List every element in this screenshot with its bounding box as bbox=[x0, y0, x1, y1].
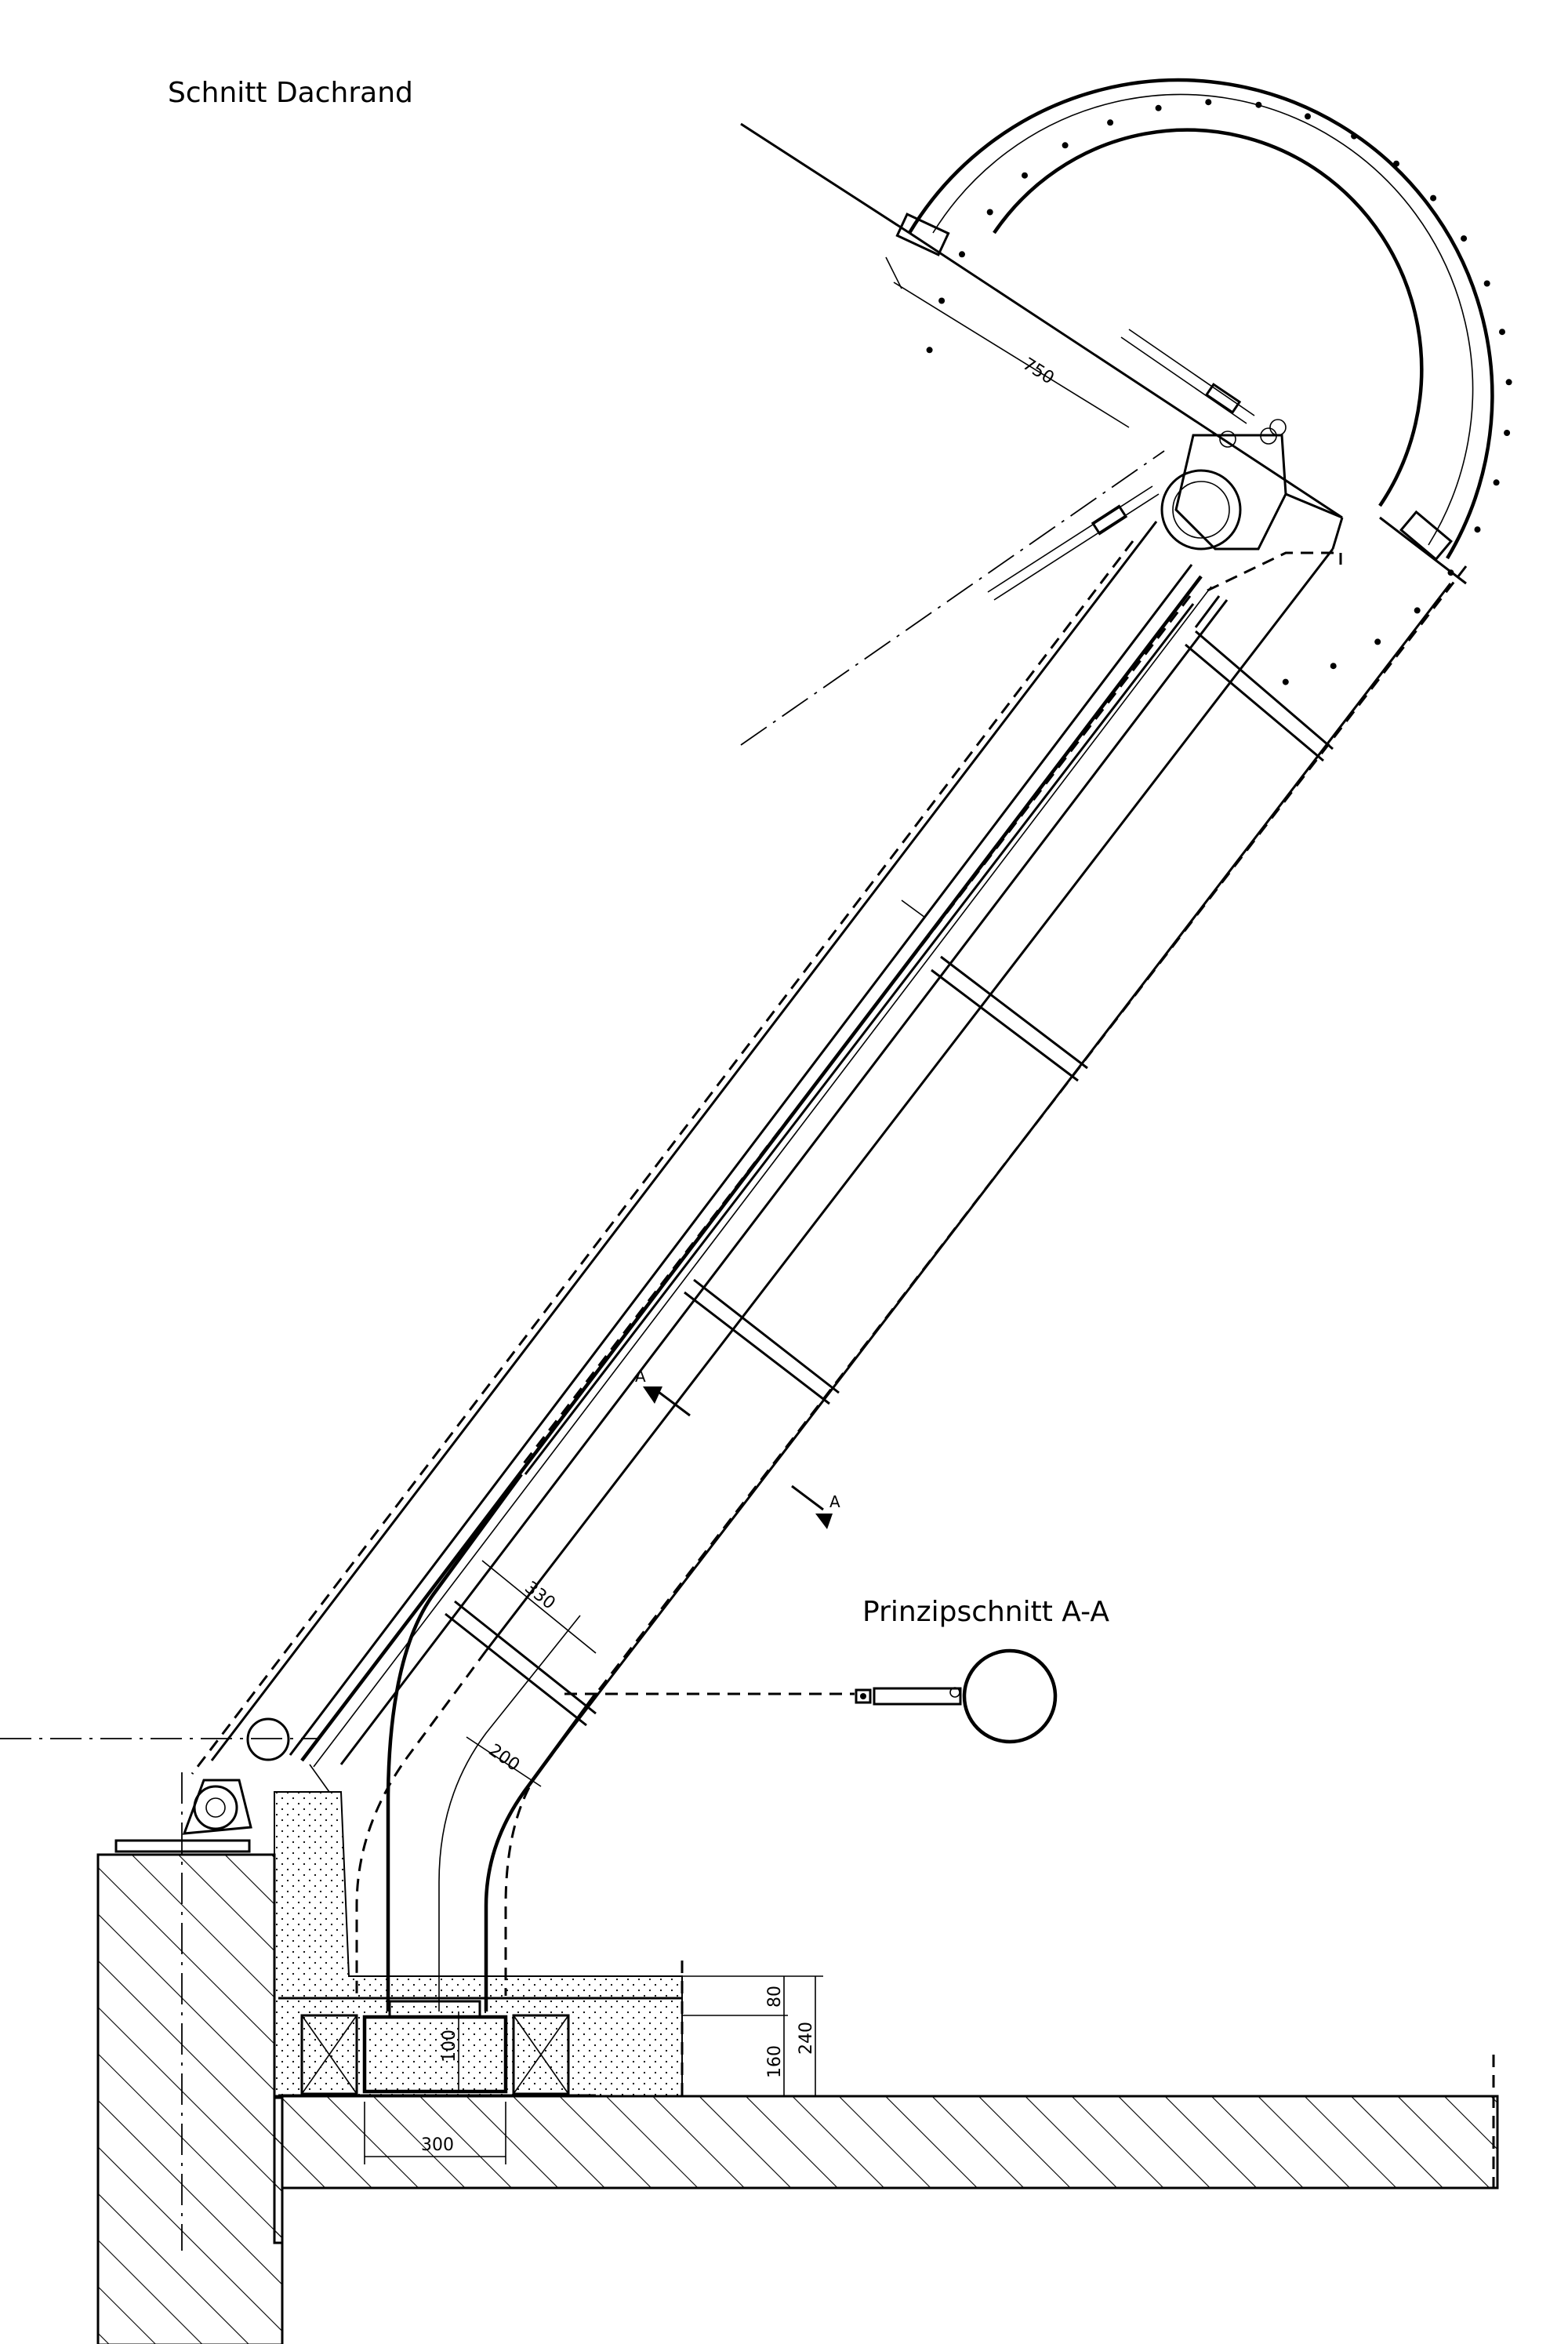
arch-rivet bbox=[1414, 607, 1421, 614]
foundation bbox=[96, 1791, 1499, 2344]
arch-rivet bbox=[1504, 430, 1511, 436]
arch-rivet bbox=[1430, 194, 1437, 202]
top-hinge-bracket bbox=[1160, 419, 1344, 551]
arch-rivet bbox=[1205, 99, 1212, 106]
arch-rivet bbox=[1493, 479, 1500, 486]
arch-rivet bbox=[1483, 280, 1490, 287]
svg-text:750: 750 bbox=[1019, 354, 1058, 388]
svg-text:160: 160 bbox=[765, 2045, 785, 2078]
dimension-300: 300 bbox=[364, 2102, 506, 2164]
upper-tube bbox=[485, 516, 1468, 1739]
arch-rivet bbox=[1022, 172, 1028, 179]
section-mark-upper: A bbox=[635, 1367, 691, 1417]
curved-tube bbox=[355, 1473, 597, 2011]
arch-rivet bbox=[938, 297, 946, 304]
svg-text:100: 100 bbox=[440, 2030, 459, 2062]
reference-centerline bbox=[740, 450, 1165, 746]
arch-rivet bbox=[1374, 638, 1381, 645]
arch-rivet bbox=[1499, 329, 1505, 336]
cross-straps bbox=[445, 630, 1334, 1727]
detail-title: Prinzipschnitt A-A bbox=[862, 1596, 1109, 1628]
svg-text:A: A bbox=[829, 1492, 840, 1511]
section-mark-lower: A bbox=[791, 1485, 840, 1529]
arch-rivet bbox=[926, 347, 933, 354]
main-beam bbox=[191, 521, 1229, 1775]
tension-rods bbox=[987, 329, 1255, 601]
arch-rivet bbox=[1062, 142, 1069, 149]
arch-rivet bbox=[1505, 379, 1512, 386]
dimension-stack: 80 160 240 bbox=[682, 1975, 823, 2096]
dimension-750: 750 bbox=[885, 256, 1130, 428]
arch-rivet bbox=[1155, 104, 1162, 111]
svg-text:A: A bbox=[635, 1367, 646, 1386]
svg-text:300: 300 bbox=[421, 2135, 454, 2155]
arch-rivet bbox=[1107, 119, 1114, 126]
arch-rivet bbox=[1305, 113, 1311, 120]
arch-rivet bbox=[986, 209, 993, 216]
arch-rivet bbox=[1351, 133, 1358, 140]
arch-rivet bbox=[1255, 101, 1262, 108]
arch-rivet bbox=[1474, 526, 1481, 533]
dimension-200: 200 bbox=[466, 1736, 542, 1787]
arch-rivet bbox=[1282, 678, 1289, 685]
drawing-title: Schnitt Dachrand bbox=[168, 77, 413, 109]
svg-text:240: 240 bbox=[797, 2022, 816, 2055]
bottom-hinge bbox=[114, 1717, 330, 1853]
dimension-100: 100 bbox=[440, 2011, 459, 2090]
arch-rivet bbox=[959, 251, 965, 258]
section-detail-aa: Prinzipschnitt A-A bbox=[564, 1596, 1109, 1744]
dimension-330: 330 bbox=[481, 1560, 597, 1654]
roof-line bbox=[740, 122, 1343, 519]
arch-rivet bbox=[1393, 160, 1399, 167]
arch-rivet bbox=[1461, 235, 1468, 242]
arch-rail bbox=[895, 78, 1512, 685]
svg-text:80: 80 bbox=[765, 1986, 785, 2008]
arch-rivet bbox=[1330, 663, 1337, 670]
